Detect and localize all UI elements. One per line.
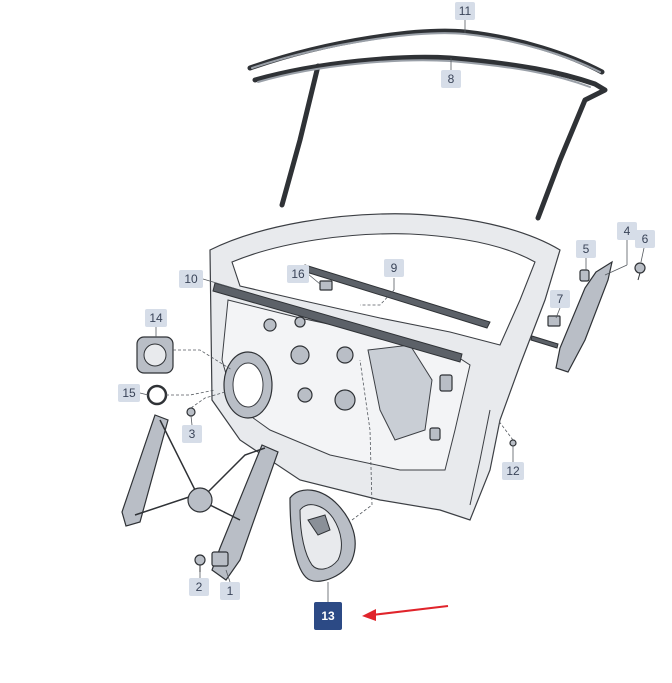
svg-text:10: 10 [184, 272, 198, 286]
svg-text:14: 14 [149, 311, 163, 325]
callout-4: 4 [617, 222, 637, 240]
window-channel-outer [247, 28, 605, 75]
door-handle-trim [289, 489, 356, 582]
svg-text:13: 13 [321, 609, 335, 623]
callout-6: 6 [635, 230, 655, 248]
svg-text:3: 3 [189, 427, 196, 441]
screw-6 [634, 262, 646, 281]
callout-2: 2 [189, 578, 209, 596]
trim-bracket [555, 260, 613, 373]
callout-12: 12 [502, 462, 524, 480]
clip-7 [547, 315, 561, 327]
callout-5: 5 [576, 240, 596, 258]
svg-text:12: 12 [506, 464, 520, 478]
callout-3: 3 [182, 425, 202, 443]
svg-text:15: 15 [122, 386, 136, 400]
callout-10: 10 [179, 270, 203, 288]
callout-7: 7 [550, 290, 570, 308]
screw-2 [194, 554, 206, 572]
svg-text:5: 5 [583, 242, 590, 256]
clip-5 [579, 269, 590, 282]
nut-3 [186, 407, 196, 417]
callout-1: 1 [220, 582, 240, 600]
red-arrow-indicator [362, 605, 449, 621]
leader-lines [139, 20, 645, 602]
callout-15: 15 [118, 384, 140, 402]
callout-16: 16 [287, 265, 309, 283]
inner-window-strip [212, 282, 463, 363]
svg-text:1: 1 [227, 584, 234, 598]
window-regulator [121, 414, 279, 581]
clip-16 [319, 280, 333, 291]
svg-text:11: 11 [459, 4, 472, 18]
svg-text:16: 16 [291, 267, 305, 281]
plug-12 [509, 439, 517, 447]
callout-11: 11 [455, 2, 475, 20]
door-shell [209, 213, 561, 521]
callout-14: 14 [145, 309, 167, 327]
callout-13: 13 [314, 602, 342, 630]
door-frame-seal [252, 54, 608, 221]
small-strip [530, 335, 559, 349]
callout-8: 8 [441, 70, 461, 88]
svg-text:4: 4 [624, 224, 631, 238]
speaker-cover [136, 336, 174, 374]
svg-text:6: 6 [642, 232, 649, 246]
svg-text:8: 8 [448, 72, 455, 86]
svg-text:7: 7 [557, 292, 564, 306]
callout-9: 9 [384, 259, 404, 277]
svg-text:2: 2 [196, 580, 203, 594]
svg-text:9: 9 [391, 261, 398, 275]
sealing-ring [146, 384, 168, 406]
